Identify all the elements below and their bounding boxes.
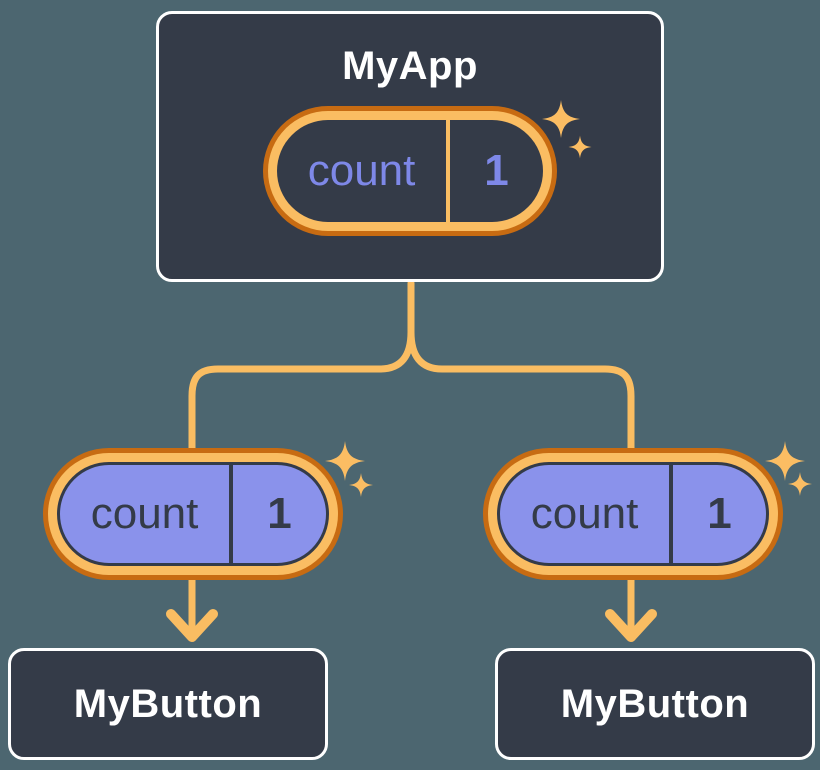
sparkle-icon — [788, 472, 812, 496]
state-pill-divider — [669, 465, 674, 563]
sparkle-icon — [325, 441, 365, 481]
component-title: MyApp — [342, 44, 478, 88]
component-node-root: MyApp count 1 — [156, 11, 664, 282]
state-label: count — [90, 489, 199, 538]
component-node-mybutton-right: MyButton — [495, 648, 815, 760]
arrow-down-icon — [605, 609, 657, 642]
state-pill-root: count 1 — [263, 106, 557, 236]
state-value: 1 — [707, 489, 732, 538]
state-value: 1 — [484, 146, 509, 195]
arrow-down-icon — [166, 609, 218, 642]
state-value: 1 — [267, 489, 292, 538]
state-pill-ring: count 1 — [488, 453, 778, 575]
component-title: MyButton — [73, 682, 263, 726]
state-pill-child-right: count 1 — [483, 448, 783, 580]
component-node-mybutton-left: MyButton — [8, 648, 328, 760]
state-pill-body: count 1 — [57, 462, 329, 566]
sparkle-icon — [349, 473, 373, 497]
state-label: count — [530, 489, 639, 538]
state-pill-body: count 1 — [497, 462, 769, 566]
sparkle-icon — [765, 441, 805, 481]
component-title: MyButton — [560, 682, 750, 726]
state-pill-body: count 1 — [277, 120, 543, 222]
state-pill-divider — [446, 120, 451, 222]
state-pill-ring: count 1 — [268, 111, 552, 231]
state-label: count — [307, 146, 416, 195]
state-pill-ring: count 1 — [48, 453, 338, 575]
state-pill-child-left: count 1 — [43, 448, 343, 580]
